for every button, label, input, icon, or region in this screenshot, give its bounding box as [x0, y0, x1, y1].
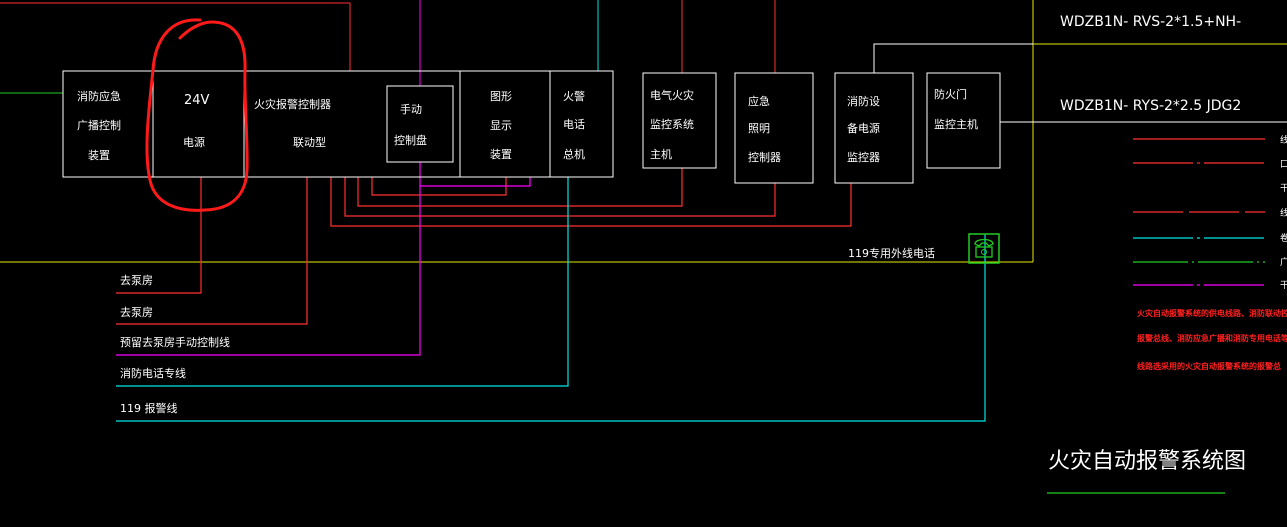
- cable-spec-top: WDZB1N- RVS-2*1.5+NH-: [1060, 14, 1241, 30]
- drawing-title: 火灾自动报警系统图: [1048, 449, 1246, 474]
- legend-fragment-5: 卷: [1280, 232, 1287, 244]
- alarm-119-line: [116, 234, 986, 422]
- legend-fragments: 线 口 干 线 卷 广 干: [1280, 134, 1287, 291]
- emergency-light-line-1: 应急: [748, 94, 770, 108]
- broadcast-line-3: 装置: [88, 149, 110, 162]
- phone-special-line: [116, 177, 569, 387]
- equipment-boxes: [62, 70, 1001, 184]
- alarm-line-label: 119 报警线: [120, 401, 178, 415]
- manual-panel-line-1: 手动: [400, 102, 422, 116]
- equipment-power-box: [834, 72, 914, 184]
- note-line-2: 报警总线、消防应急广播和消防专用电话等: [1137, 333, 1287, 343]
- door-monitor-line-2: 监控主机: [934, 117, 978, 131]
- graphic-line-1: 图形: [490, 90, 512, 103]
- legend: [1133, 138, 1265, 286]
- alarm-controller-line-2: 联动型: [293, 135, 326, 149]
- main-panel-outline: [62, 70, 614, 178]
- graphic-line-3: 装置: [490, 148, 512, 161]
- red-bus-2: [344, 177, 776, 217]
- pump-label-2: 去泵房: [120, 306, 153, 319]
- alarm-controller-line-1: 火灾报警控制器: [254, 97, 331, 111]
- equipment-power-line-3: 监控器: [847, 150, 880, 164]
- phone-host-line-2: 电话: [563, 118, 585, 131]
- legend-fragment-7: 干: [1280, 280, 1287, 291]
- cable-spec-bottom: WDZB1N- RYS-2*2.5 JDG2: [1060, 98, 1241, 114]
- power-label: 电源: [183, 135, 205, 149]
- electrical-monitor-line-1: 电气火灾: [650, 88, 694, 102]
- door-monitor-box: [926, 72, 1001, 169]
- broadcast-line-1: 消防应急: [77, 89, 121, 103]
- red-bus-3: [357, 168, 683, 207]
- red-top-drop: [0, 2, 351, 71]
- red-bus-1: [330, 177, 852, 227]
- door-monitor-line-1: 防火门: [934, 87, 967, 101]
- legend-fragment-4: 线: [1280, 207, 1287, 219]
- reserved-control-line: [116, 186, 421, 356]
- emergency-light-line-2: 照明: [748, 122, 770, 135]
- red-annotation-circle: [145, 18, 249, 212]
- equipment-monitor-link: [873, 43, 1033, 73]
- equipment-power-line-2: 备电源: [847, 121, 880, 135]
- phone-line-label: 消防电话专线: [120, 366, 186, 380]
- emergency-light-line-3: 控制器: [748, 150, 781, 164]
- telephone-icon: [968, 233, 1000, 264]
- electrical-monitor-line-3: 主机: [650, 147, 672, 161]
- box-labels: 消防应急 广播控制 装置 24V 电源 火灾报警控制器 联动型 手动 控制盘 图…: [77, 87, 978, 164]
- bus-wiring: [116, 162, 986, 422]
- legend-fragment-3: 干: [1280, 183, 1287, 194]
- emergency-light-box: [734, 72, 814, 184]
- pump-line-2: [116, 177, 308, 325]
- external-phone-label: 119专用外线电话: [848, 246, 935, 260]
- graphic-line-2: 显示: [490, 119, 512, 132]
- equipment-power-line-1: 消防设: [847, 94, 880, 108]
- manual-panel-line-2: 控制盘: [394, 133, 427, 147]
- note-line-3: 线路选采用的火灾自动报警系统的报警总: [1137, 361, 1281, 371]
- legend-fragment-2: 口: [1280, 160, 1287, 170]
- note-line-1: 火灾自动报警系统的供电线路、消防联动控: [1137, 308, 1287, 318]
- phone-host-line-1: 火警: [563, 89, 585, 103]
- electrical-monitor-line-2: 监控系统: [650, 117, 694, 131]
- wire-labels: 去泵房 去泵房 预留去泵房手动控制线 消防电话专线 119 报警线 119专用外…: [120, 246, 935, 415]
- power-voltage: 24V: [184, 93, 210, 108]
- reserved-control-label: 预留去泵房手动控制线: [120, 335, 230, 349]
- top-drops: [0, 0, 776, 94]
- broadcast-line-2: 广播控制: [77, 118, 121, 132]
- legend-fragment-6: 广: [1280, 256, 1287, 268]
- design-notes: 火灾自动报警系统的供电线路、消防联动控 报警总线、消防应急广播和消防专用电话等 …: [1137, 308, 1287, 371]
- phone-host-line-3: 总机: [563, 147, 585, 161]
- manual-panel-box: [386, 85, 454, 163]
- pump-label-1: 去泵房: [120, 274, 153, 287]
- legend-fragment-1: 线: [1280, 134, 1287, 146]
- electrical-monitor-box: [642, 72, 717, 169]
- magenta-bus: [419, 162, 531, 187]
- pump-line-1: [116, 177, 202, 294]
